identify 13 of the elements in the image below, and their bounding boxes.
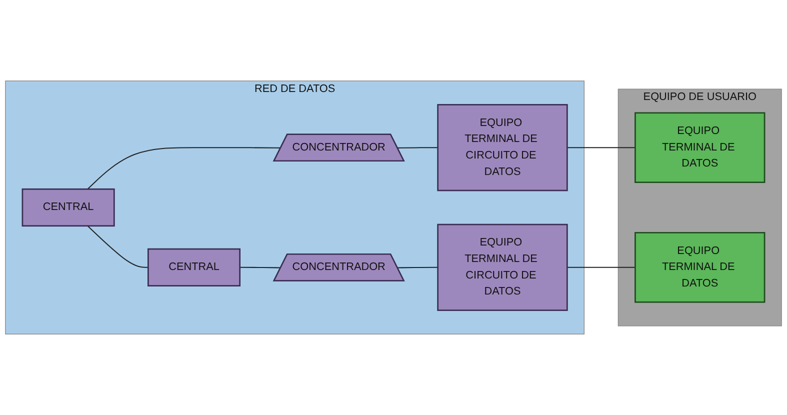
node-box: EQUIPO TERMINAL DE CIRCUITO DE DATOS (437, 224, 568, 311)
node-box: CENTRAL (147, 248, 241, 286)
connector (398, 147, 438, 148)
node-box: EQUIPO TERMINAL DE DATOS (634, 232, 766, 303)
connector (567, 147, 636, 148)
node-box: CENTRAL (22, 188, 115, 227)
connector (567, 266, 636, 268)
connector (87, 147, 281, 190)
connector (398, 266, 438, 268)
connector (87, 226, 148, 268)
connector (240, 266, 281, 268)
node-box: EQUIPO TERMINAL DE CIRCUITO DE DATOS (437, 104, 568, 192)
node-box: EQUIPO TERMINAL DE DATOS (634, 112, 766, 183)
